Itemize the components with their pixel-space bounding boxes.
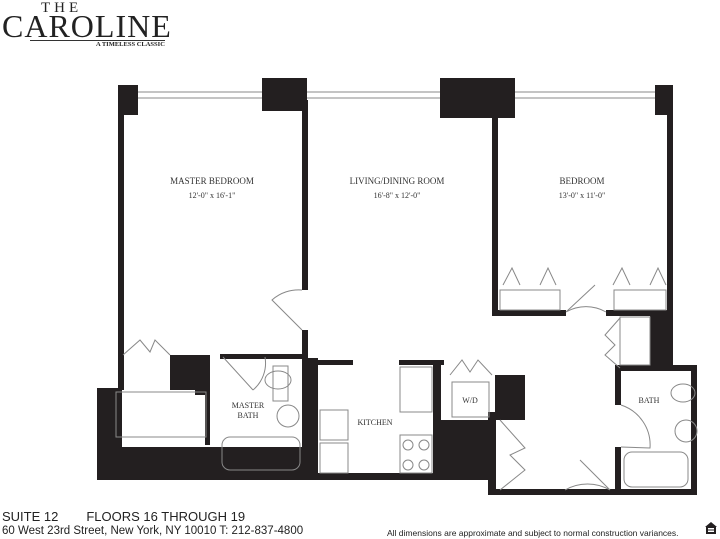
burner (418, 459, 430, 471)
room-label-line1: MASTER (231, 401, 265, 410)
wall-left (118, 100, 124, 358)
room-label: BEDROOM (559, 176, 605, 186)
wall-right-block (650, 315, 672, 370)
closet-master (115, 391, 207, 438)
logo: THE CAROLINE A TIMELESS CLASSIC (0, 0, 200, 55)
wall-wd-block (495, 375, 525, 420)
toilet (670, 383, 696, 403)
suite-number: SUITE 12 (2, 509, 59, 524)
room-label: LIVING/DINING ROOM (349, 176, 445, 186)
room-label: MASTER BEDROOM (170, 176, 254, 186)
room-dimensions: 13'-0" x 11'-0" (558, 191, 606, 200)
logo-rule (30, 40, 165, 41)
wall-partition-1 (302, 100, 308, 290)
wall-partition-1b (302, 330, 308, 360)
wd-door (449, 359, 493, 376)
wall-corridor-left (488, 412, 496, 495)
logo-tagline: A TIMELESS CLASSIC (96, 41, 165, 48)
sink (276, 404, 300, 428)
linen-closet (619, 316, 651, 366)
door-master-bath (222, 356, 267, 391)
closet-door-master (122, 339, 171, 356)
room-master-bedroom: MASTER BEDROOM 12'-0" x 16'-1" (170, 176, 254, 200)
burner (402, 439, 414, 451)
door-bath (620, 404, 651, 449)
wall-kitchen-left (302, 358, 318, 480)
wall-right (667, 100, 673, 370)
room-master-bath: MASTER BATH (232, 401, 264, 421)
kitchen-sink (319, 409, 349, 441)
washer-dryer (451, 381, 490, 418)
room-dimensions: 16'-8" x 12'-0" (373, 191, 421, 200)
wall-corridor-block (441, 420, 496, 478)
disclaimer: All dimensions are approximate and subje… (387, 528, 679, 538)
wall-closet-bottom-2 (606, 310, 672, 316)
wall-bath-left-a (615, 365, 621, 405)
wall-left-step (118, 354, 124, 390)
wall-closet-block (170, 355, 205, 375)
toilet-tank (272, 365, 289, 402)
dishwasher (319, 442, 349, 474)
room-bedroom: BEDROOM 13'-0" x 11'-0" (559, 176, 605, 200)
room-wd: W/D (462, 396, 478, 405)
wall-closet-step (170, 375, 195, 390)
room-label-line2: BATH (237, 411, 259, 420)
closet-door-bedroom-1 (502, 266, 557, 286)
logo-the: THE (41, 0, 83, 16)
closet-shelf (613, 289, 667, 311)
door-entry (564, 459, 611, 491)
wall-bath-left (205, 355, 210, 445)
wall-kitchen-top-a (318, 360, 353, 365)
refrigerator (399, 366, 433, 413)
wall-right-lower (691, 365, 697, 495)
bathtub (623, 451, 689, 488)
sink (674, 419, 698, 443)
room-dimensions: 12'-0" x 16'-1" (188, 191, 236, 200)
equal-housing-icon (705, 522, 717, 534)
column-middle (440, 78, 515, 118)
address: 60 West 23rd Street, New York, NY 10010 … (2, 525, 304, 537)
room-kitchen: KITCHEN (357, 418, 393, 427)
column-left (262, 78, 307, 111)
fixtures (115, 91, 698, 491)
suite-info: SUITE 12 FLOORS 16 THROUGH 19 (2, 509, 245, 524)
wall-bottom-left (97, 447, 307, 480)
toilet (264, 370, 292, 390)
burner (418, 439, 430, 451)
wall-bath-left-b (615, 447, 621, 495)
room-living-dining: LIVING/DINING ROOM 16'-8" x 12'-0" (350, 176, 445, 200)
room-bath: BATH (638, 396, 660, 405)
closet-door-bedroom-2 (612, 266, 667, 286)
bathtub (221, 436, 301, 471)
burner (402, 459, 414, 471)
stove (399, 434, 433, 474)
wall-bath-top (220, 354, 305, 359)
wall-kitchen-bottom (318, 473, 488, 480)
wall-partition-2 (492, 100, 498, 315)
walls (97, 78, 697, 495)
closet-shelf (499, 289, 561, 311)
floors: FLOORS 16 THROUGH 19 (86, 509, 246, 524)
closet-door-entry (499, 419, 526, 491)
door-bedroom (565, 284, 607, 313)
wall-closet-bottom-1 (492, 310, 566, 316)
wall-kitchen-top-b (399, 360, 444, 365)
wall-closet-step2 (195, 375, 207, 395)
linen-closet-door (604, 317, 621, 369)
wall-bath-top-right (615, 365, 697, 371)
wall-kitchen-right (433, 360, 441, 480)
wall-bottom-right (488, 489, 697, 495)
logo-name: CAROLINE (2, 8, 172, 44)
door-master-bedroom (271, 289, 303, 331)
